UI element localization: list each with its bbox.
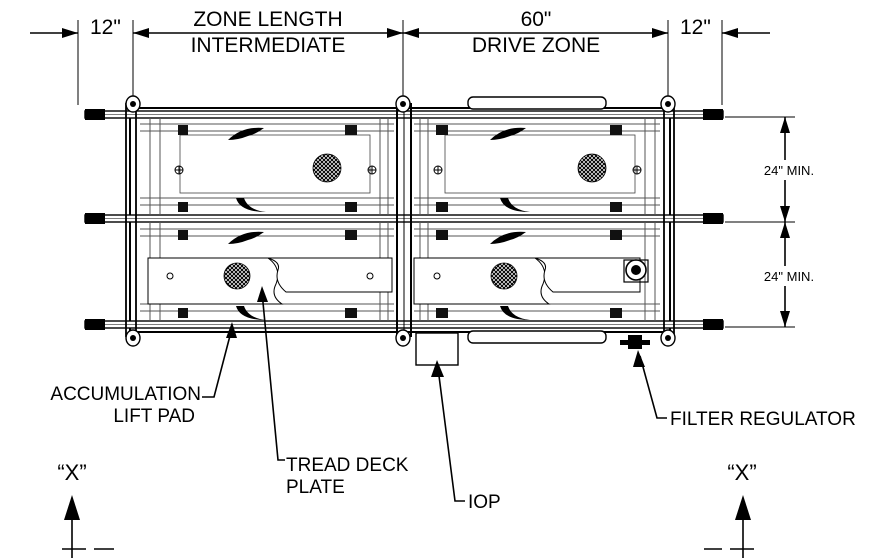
- filter-regulator-fitting: [620, 335, 650, 349]
- plate-callout: PLATE: [286, 477, 345, 498]
- accumulation-callout: ACCUMULATION: [50, 384, 201, 405]
- intermediate-label: INTERMEDIATE: [191, 34, 346, 57]
- right-gap-dimension: 12": [680, 16, 711, 39]
- left-gap-dimension: 12": [90, 16, 121, 39]
- caster-feet: [125, 95, 676, 347]
- filter-regulator-callout: FILTER REGULATOR: [670, 409, 856, 430]
- drive-zone-label: DRIVE ZONE: [472, 34, 600, 57]
- section-label-right: “X”: [727, 460, 756, 485]
- spacing-top-dimension: 24" MIN.: [764, 163, 814, 178]
- zone-length-label: ZONE LENGTH: [193, 8, 342, 31]
- top-dimensions: [30, 20, 770, 105]
- drive-length-dimension: 60": [521, 8, 552, 31]
- section-marker-right: [704, 495, 754, 558]
- conveyor-assembly: [84, 95, 724, 366]
- section-label-left: “X”: [57, 460, 86, 485]
- tread-deck-callout: TREAD DECK: [286, 455, 409, 476]
- spacing-bottom-dimension: 24" MIN.: [764, 269, 814, 284]
- right-dimensions: [725, 116, 818, 328]
- lane-lower: [140, 222, 660, 321]
- callout-leaders: [202, 286, 667, 502]
- iop-callout: IOP: [468, 492, 501, 513]
- section-marker-left: [62, 495, 114, 558]
- lane-upper: [140, 118, 660, 215]
- lift-pad-callout: LIFT PAD: [113, 406, 195, 427]
